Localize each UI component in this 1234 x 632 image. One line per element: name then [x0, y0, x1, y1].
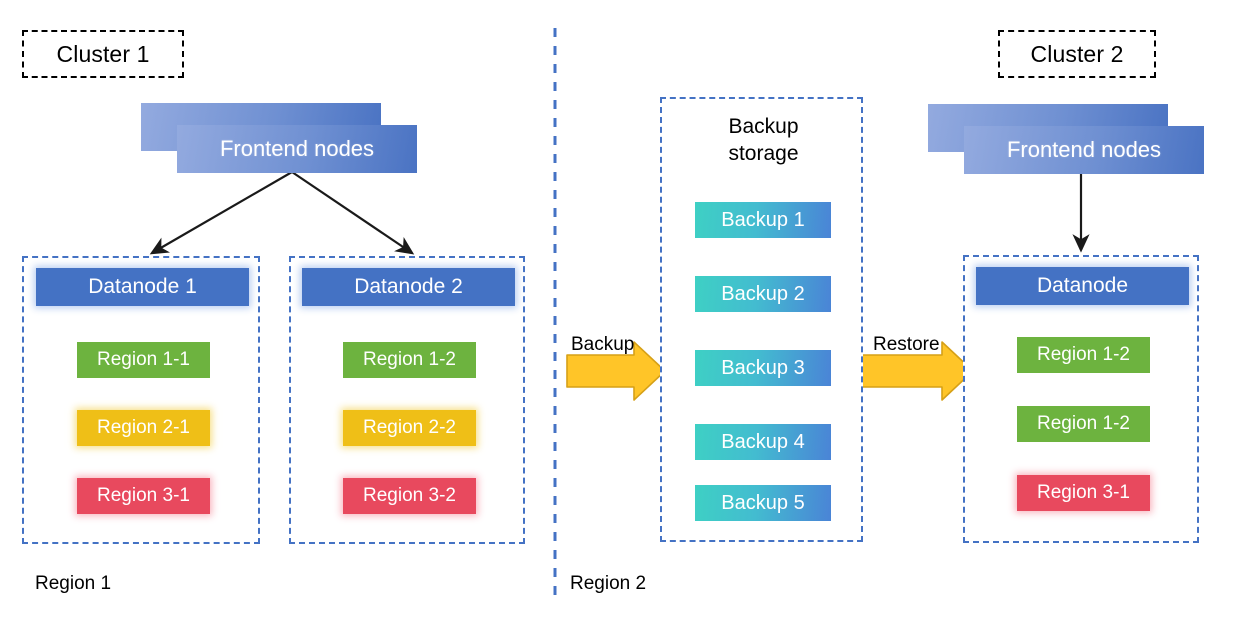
frontend-nodes-right: Frontend nodes: [928, 104, 1208, 176]
datanode-2-region-2-label: Region 3-2: [363, 485, 456, 506]
backup-item-2: Backup 3: [695, 350, 831, 386]
datanode-1-region-0-label: Region 1-1: [97, 349, 190, 370]
cluster2-title-tag: Cluster 2: [998, 30, 1156, 78]
datanode-2-region-0: Region 1-2: [343, 342, 476, 378]
datanode-2-region-0-label: Region 1-2: [363, 349, 456, 370]
datanode-2-container: Datanode 2 Region 1-2 Region 2-2 Region …: [289, 256, 525, 544]
datanode-1-header: Datanode 1: [36, 268, 249, 306]
backup-item-0-label: Backup 1: [721, 208, 805, 231]
frontend-nodes-left: Frontend nodes: [141, 103, 421, 175]
datanode-1-region-2-label: Region 3-1: [97, 485, 190, 506]
datanode-cluster2-region-0-label: Region 1-2: [1037, 344, 1130, 365]
backup-item-4-label: Backup 5: [721, 491, 805, 514]
region-1-label: Region 1: [35, 573, 112, 594]
restore-arrow-label: Restore: [873, 334, 940, 355]
frontend-nodes-left-plate: Frontend nodes: [177, 125, 417, 173]
frontend-nodes-right-plate: Frontend nodes: [964, 126, 1204, 174]
connector-frontend-to-datanode1: [149, 171, 293, 255]
datanode-cluster2-region-1: Region 1-2: [1017, 406, 1150, 442]
backup-item-3-label: Backup 4: [721, 430, 805, 453]
datanode-1-container: Datanode 1 Region 1-1 Region 2-1 Region …: [22, 256, 260, 544]
datanode-cluster2-header: Datanode: [976, 267, 1189, 305]
datanode-1-region-2: Region 3-1: [77, 478, 210, 514]
frontend-nodes-right-label: Frontend nodes: [1006, 137, 1162, 162]
datanode-cluster2-container: Datanode Region 1-2 Region 1-2 Region 3-…: [963, 255, 1199, 543]
backup-item-1: Backup 2: [695, 276, 831, 312]
datanode-cluster2-region-1-label: Region 1-2: [1037, 413, 1130, 434]
backup-item-2-label: Backup 3: [721, 356, 805, 379]
frontend-nodes-left-label: Frontend nodes: [219, 136, 375, 161]
datanode-1-header-label: Datanode 1: [88, 275, 197, 298]
datanode-cluster2-header-label: Datanode: [1036, 274, 1129, 297]
connector-frontend-to-datanode2: [291, 171, 415, 255]
cluster1-title-text: Cluster 1: [56, 40, 150, 67]
datanode-cluster2-region-2: Region 3-1: [1017, 475, 1150, 511]
datanode-cluster2-region-0: Region 1-2: [1017, 337, 1150, 373]
backup-arrow-label: Backup: [571, 334, 635, 355]
datanode-2-header: Datanode 2: [302, 268, 515, 306]
datanode-1-region-1: Region 2-1: [77, 410, 210, 446]
backup-storage-title-line2: storage: [728, 142, 799, 165]
backup-storage-title-line1: Backup: [728, 115, 799, 138]
cluster1-title-tag: Cluster 1: [22, 30, 184, 78]
datanode-2-header-label: Datanode 2: [354, 275, 463, 298]
datanode-2-region-1: Region 2-2: [343, 410, 476, 446]
backup-item-0: Backup 1: [695, 202, 831, 238]
datanode-1-region-0: Region 1-1: [77, 342, 210, 378]
datanode-cluster2-region-2-label: Region 3-1: [1037, 482, 1130, 503]
backup-item-3: Backup 4: [695, 424, 831, 460]
backup-storage-title: Backup storage: [662, 113, 865, 167]
backup-item-4: Backup 5: [695, 485, 831, 521]
region-2-label: Region 2: [570, 573, 647, 594]
cluster2-title-text: Cluster 2: [1030, 40, 1124, 67]
backup-item-1-label: Backup 2: [721, 282, 805, 305]
datanode-1-region-1-label: Region 2-1: [97, 417, 190, 438]
datanode-2-region-1-label: Region 2-2: [363, 417, 456, 438]
backup-storage-container: Backup storage Backup 1 Backup 2 Backup …: [660, 97, 863, 542]
datanode-2-region-2: Region 3-2: [343, 478, 476, 514]
